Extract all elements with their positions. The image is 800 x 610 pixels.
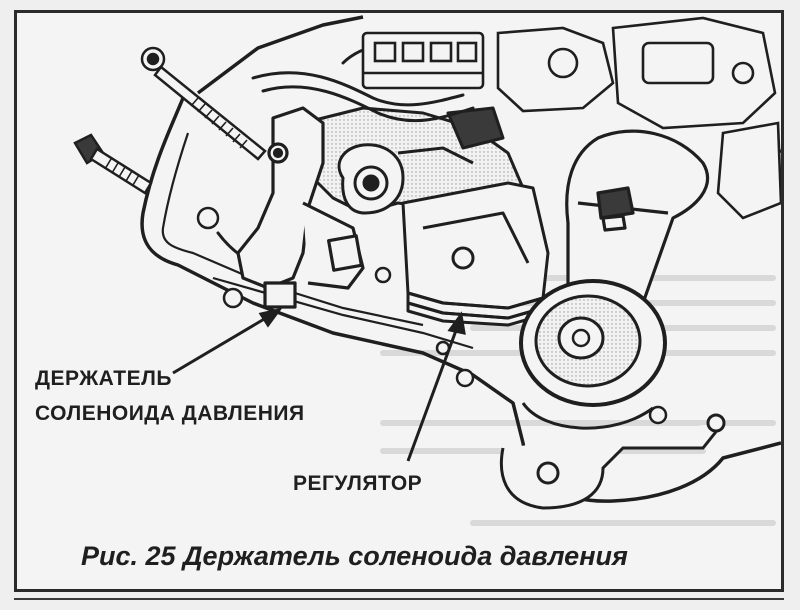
holder-leader-arrow — [172, 307, 283, 375]
bottom-rule — [14, 598, 784, 600]
bolt-long — [140, 46, 267, 161]
lower-mounting-ear — [499, 413, 726, 510]
upper-valve-bodies — [496, 16, 781, 220]
regulator-leader-arrow — [406, 311, 466, 462]
roller-wheel — [519, 279, 667, 430]
transmission-valve-body-illustration — [73, 15, 781, 526]
regulator — [401, 181, 550, 327]
upper-connector-block — [361, 31, 485, 90]
holder-label-line1: ДЕРЖАТЕЛЬ — [35, 367, 172, 390]
holder-label-line2: СОЛЕНОИДА ДАВЛЕНИЯ — [35, 402, 305, 425]
figure-caption: Рис. 25 Держатель соленоида давления — [81, 541, 628, 571]
pressure-solenoid-holder — [236, 106, 365, 309]
regulator-label: РЕГУЛЯТОР — [293, 472, 423, 495]
figure-frame: ДЕРЖАТЕЛЬ СОЛЕНОИДА ДАВЛЕНИЯ РЕГУЛЯТОР Р… — [14, 10, 784, 592]
bolt-short — [73, 133, 153, 195]
